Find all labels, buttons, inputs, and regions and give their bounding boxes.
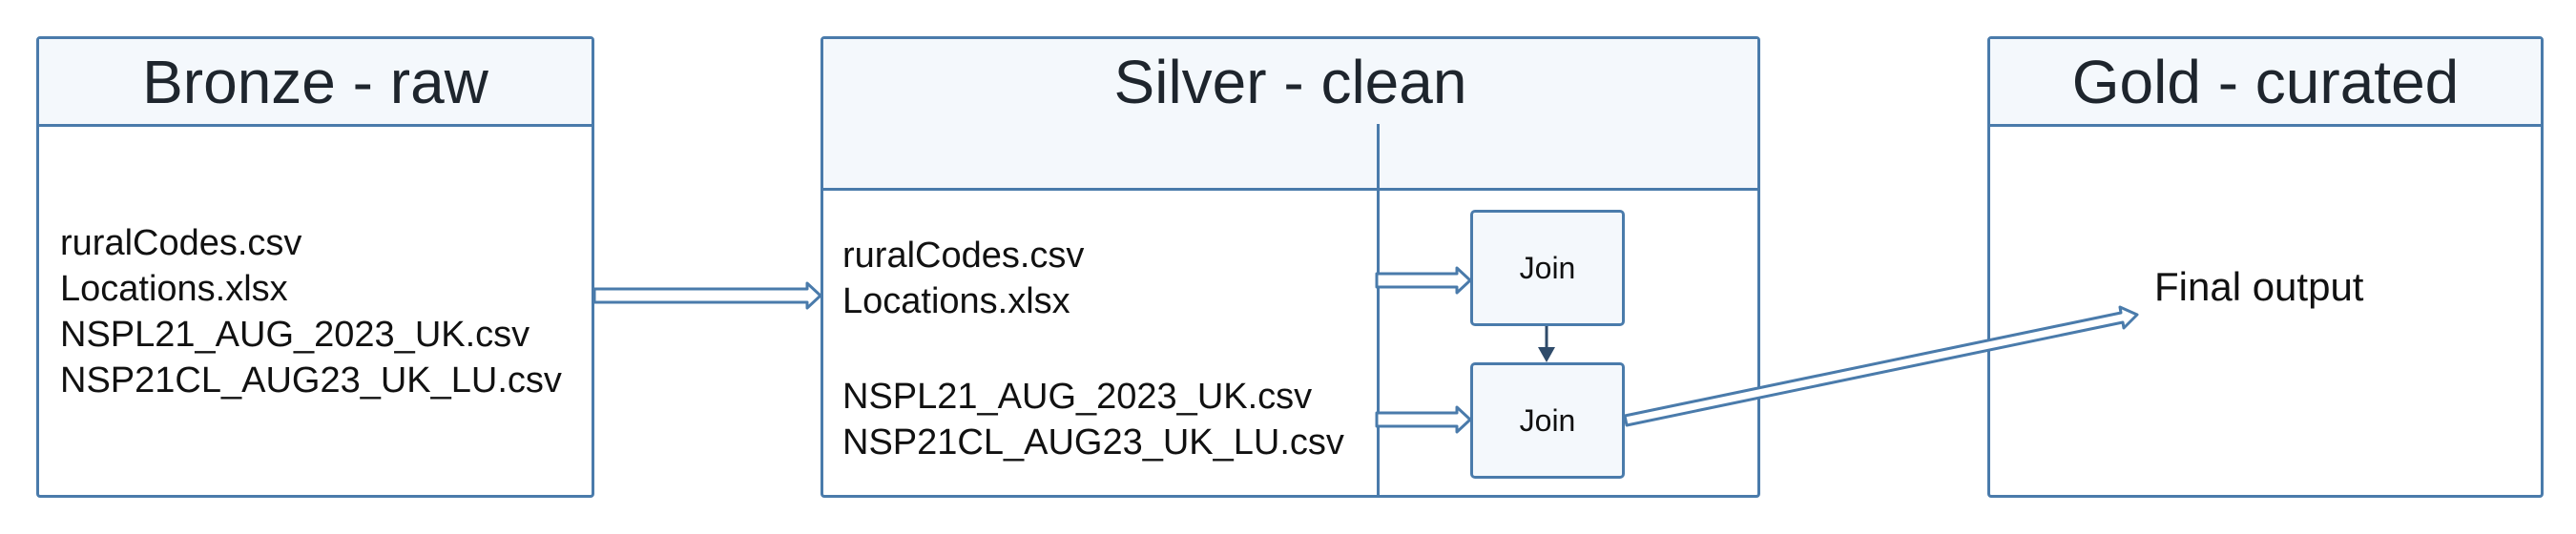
silver-file-group-2: NSPL21_AUG_2023_UK.csv NSP21CL_AUG23_UK_… xyxy=(842,374,1344,465)
bronze-file-rural-codes: ruralCodes.csv xyxy=(60,223,302,263)
bronze-file-nsp21cl: NSP21CL_AUG23_UK_LU.csv xyxy=(60,360,562,400)
silver-title: Silver - clean xyxy=(823,39,1757,127)
silver-file-rural-codes: ruralCodes.csv xyxy=(842,236,1085,276)
join-node-top: Join xyxy=(1470,210,1625,326)
bronze-to-silver-arrow xyxy=(592,281,822,310)
bronze-file-list: ruralCodes.csv Locations.xlsx NSPL21_AUG… xyxy=(60,220,562,403)
silver-file-group-1: ruralCodes.csv Locations.xlsx xyxy=(842,233,1084,324)
silver-file-nsp21cl: NSP21CL_AUG23_UK_LU.csv xyxy=(842,422,1344,462)
silver-subheader-right xyxy=(1380,124,1757,191)
bronze-file-locations: Locations.xlsx xyxy=(60,269,288,309)
bronze-title: Bronze - raw xyxy=(39,39,592,127)
silver-file-locations: Locations.xlsx xyxy=(842,281,1070,321)
silver-column-divider xyxy=(1377,124,1380,498)
join-node-bottom: Join xyxy=(1470,362,1625,479)
bronze-file-nspl: NSPL21_AUG_2023_UK.csv xyxy=(60,315,530,355)
silver-file-nspl: NSPL21_AUG_2023_UK.csv xyxy=(842,377,1313,417)
final-output-label: Final output xyxy=(2154,264,2364,309)
gold-title: Gold - curated xyxy=(1990,39,2541,127)
silver-subheader-left xyxy=(823,124,1377,191)
bronze-container: Bronze - raw ruralCodes.csv Locations.xl… xyxy=(36,36,594,498)
